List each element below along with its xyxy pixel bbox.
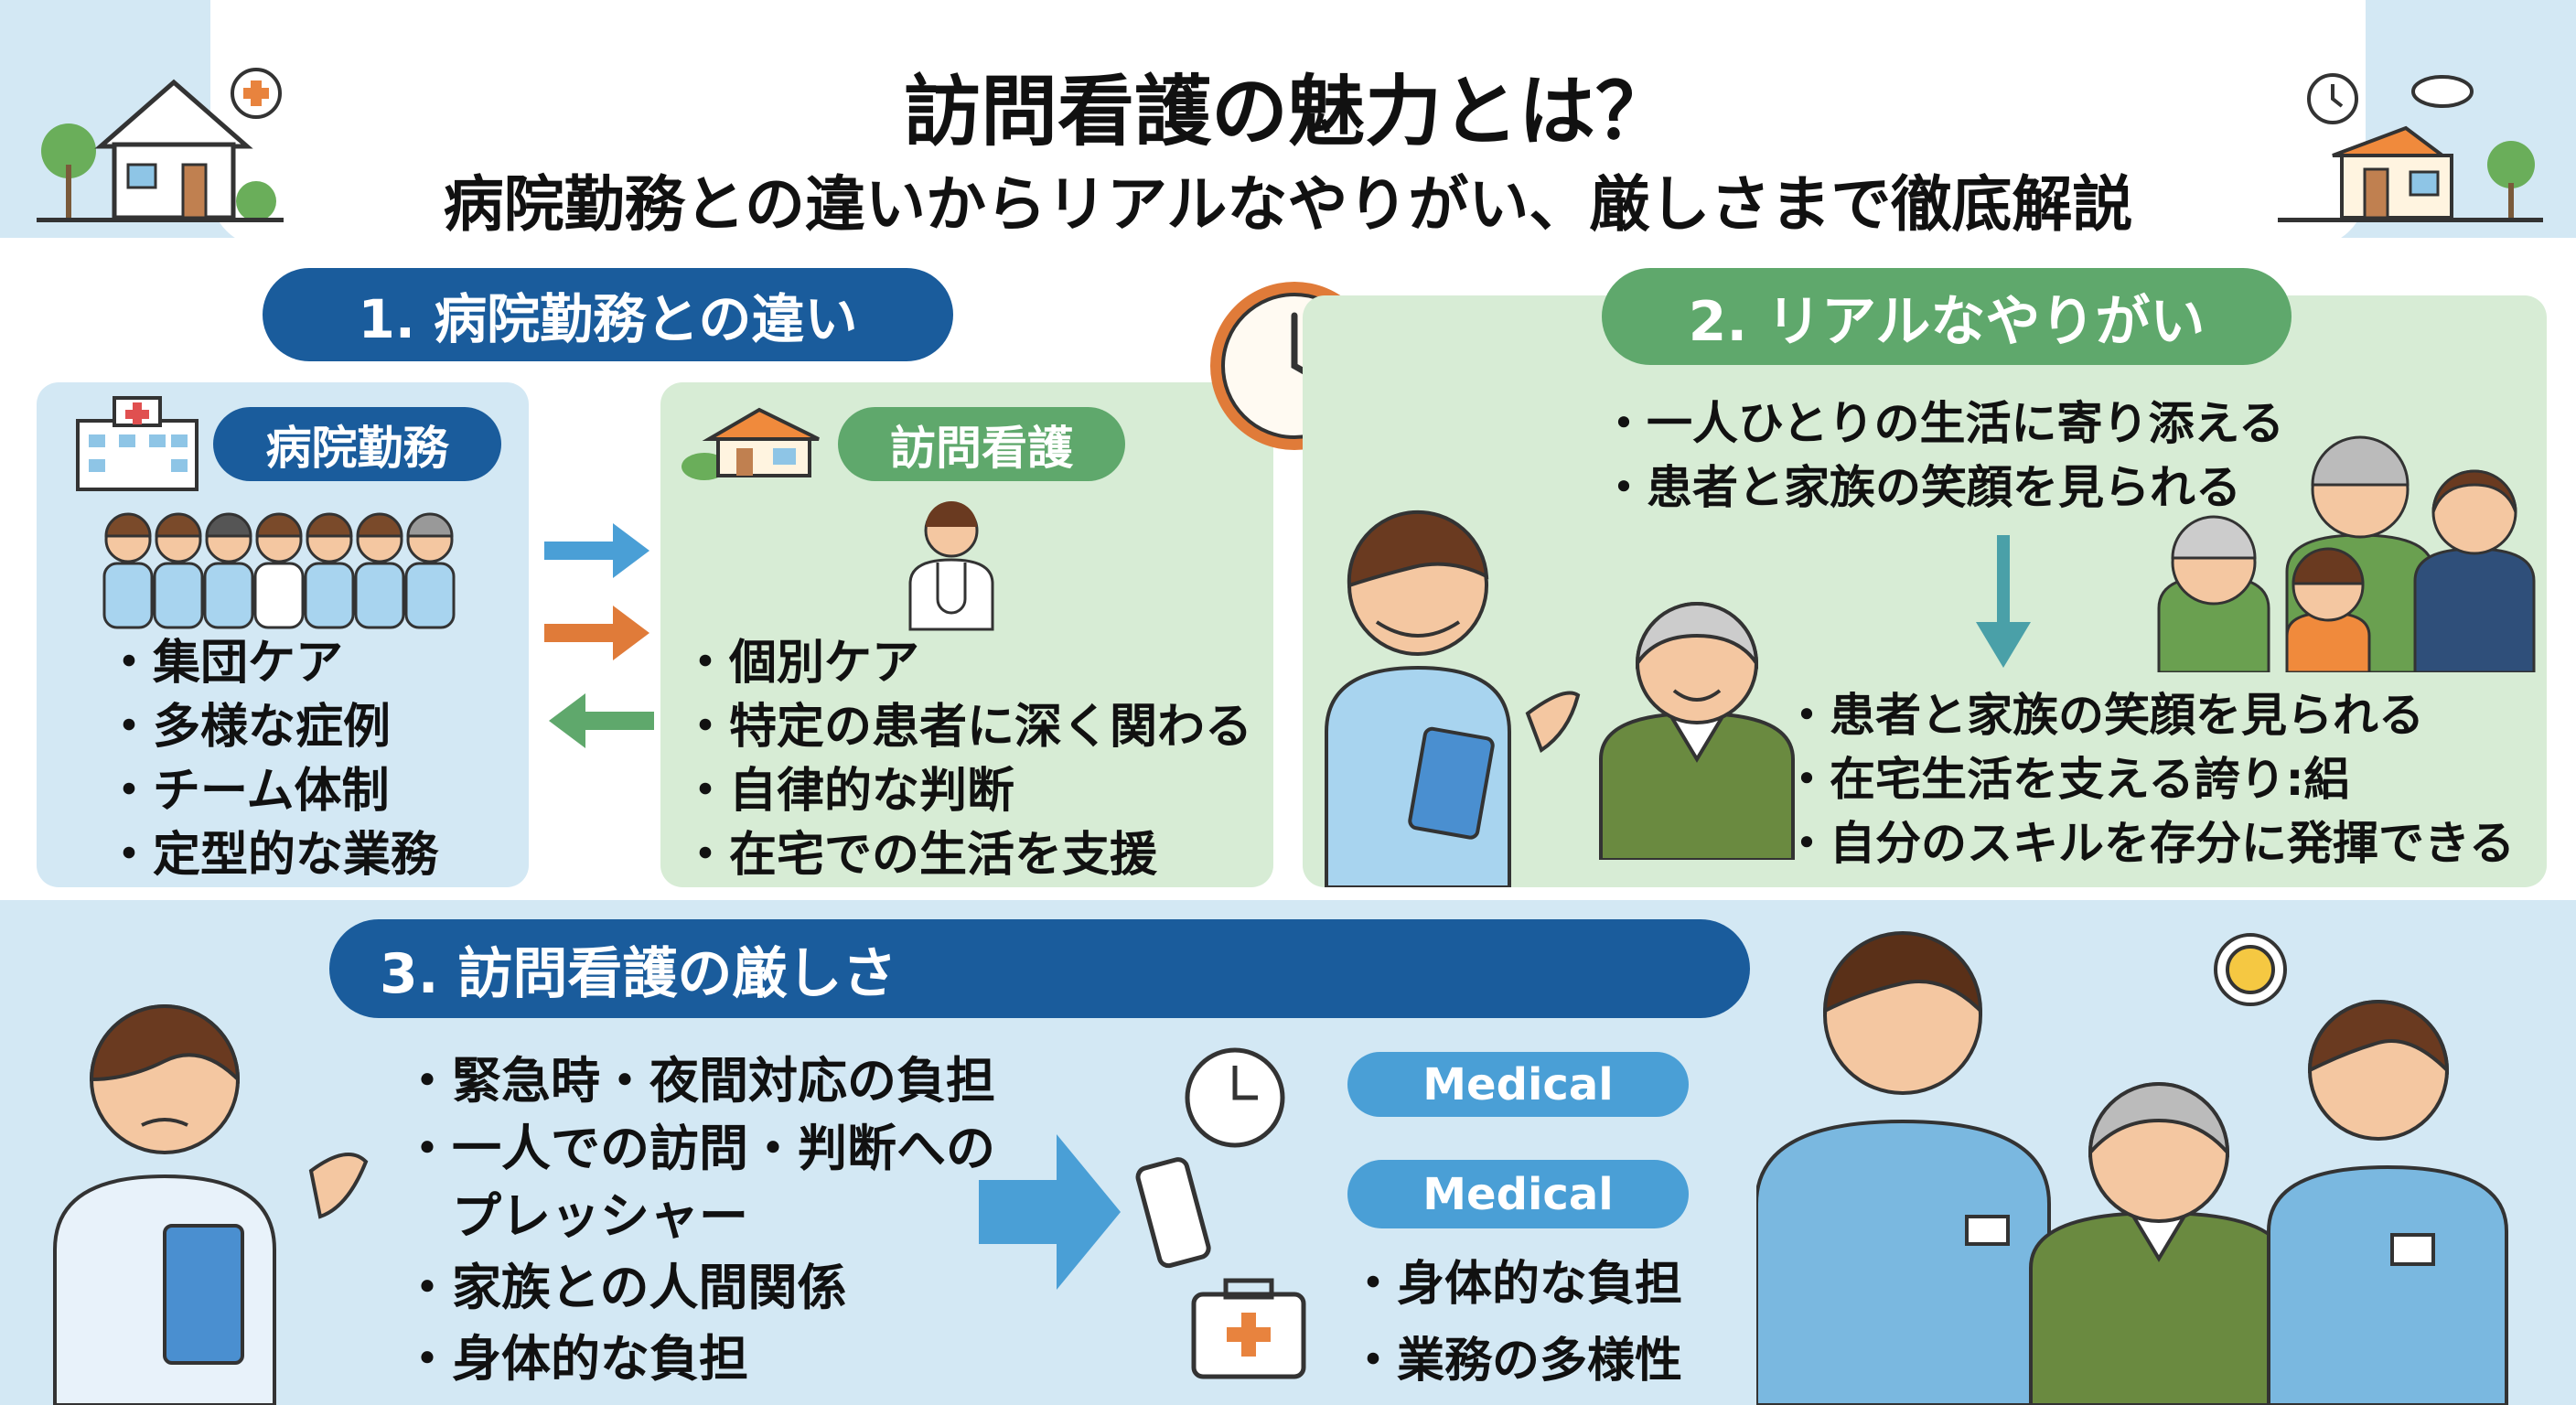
list-item: 在宅生活を支える誇り:絽 <box>1784 747 2515 811</box>
section3-heading: 3. 訪問看護の厳しさ <box>329 919 1750 1018</box>
hospital-list: 集団ケア 多様な症例 チーム体制 定型的な業務 <box>105 631 438 887</box>
elderly-man-illustration <box>1599 602 1795 860</box>
medical-tag: Medical <box>1347 1160 1689 1228</box>
header-panel <box>210 0 2366 247</box>
rewards-bottom-list: 患者と家族の笑顔を見られる 在宅生活を支える誇り:絽 自分のスキルを存分に発揮で… <box>1784 683 2515 875</box>
medical-bubble-icon <box>231 68 282 119</box>
hospital-label: 病院勤務 <box>213 407 501 481</box>
first-aid-kit-icon <box>1191 1278 1306 1379</box>
list-item: 患者と家族の笑顔を見られる <box>1784 683 2515 747</box>
family-illustration <box>2157 435 2536 672</box>
home-care-label: 訪問看護 <box>838 407 1125 481</box>
home-care-list: 個別ケア 特定の患者に深く関わる 自律的な判断 在宅での生活を支援 <box>682 631 1252 887</box>
house-clock-icon <box>2278 73 2543 222</box>
list-item: 自分のスキルを存分に発揮できる <box>1784 811 2515 875</box>
arrow-left-icon <box>549 693 654 748</box>
arrow-down-icon <box>1976 535 2031 668</box>
section2-heading: 2. リアルなやりがい <box>1602 268 2292 365</box>
arrow-right-icon <box>544 606 649 660</box>
challenges-right-list: 身体的な負担 業務の多様性 <box>1349 1246 1682 1400</box>
page-title: 訪問看護の魅力とは？ <box>903 67 1672 156</box>
nurse-team-illustration <box>102 512 456 629</box>
care-team-illustration <box>1756 931 2508 1405</box>
section1-heading: 1. 病院勤務との違い <box>263 268 953 361</box>
smartphone-icon <box>1135 1157 1211 1269</box>
house-icon <box>37 79 284 222</box>
nurse-worried-illustration <box>53 1004 369 1405</box>
medical-tag: Medical <box>1347 1052 1689 1117</box>
list-item: 個別ケア <box>682 631 1252 695</box>
home-icon <box>682 407 820 480</box>
arrow-right-icon <box>979 1134 1121 1290</box>
hospital-building-icon <box>76 396 199 491</box>
list-item: 特定の患者に深く関わる <box>682 695 1252 759</box>
list-item: 一人ひとりの生活に寄り添える <box>1601 391 2284 456</box>
list-item: 患者と家族の笑顔を見られる <box>1601 456 2284 520</box>
list-item: 家族との人間関係 <box>402 1252 995 1324</box>
challenges-list: 緊急時・夜間対応の負担 一人での訪問・判断への プレッシャー 家族との人間関係 … <box>402 1046 995 1395</box>
list-item: 在宅での生活を支援 <box>682 823 1252 887</box>
list-item: 緊急時・夜間対応の負担 <box>402 1046 995 1117</box>
list-item: 一人での訪問・判断への <box>402 1117 995 1181</box>
list-item: 業務の多様性 <box>1349 1323 1682 1400</box>
list-item-continuation: プレッシャー <box>452 1187 748 1245</box>
list-item: 集団ケア <box>105 631 438 695</box>
list-item: 身体的な負担 <box>1349 1246 1682 1323</box>
list-item: 多様な症例 <box>105 695 438 759</box>
list-item: 定型的な業務 <box>105 823 438 887</box>
arrow-right-icon <box>544 523 649 578</box>
comparison-arrows <box>544 523 654 748</box>
rewards-top-list: 一人ひとりの生活に寄り添える 患者と家族の笑顔を見られる <box>1601 391 2284 520</box>
list-item: 自律的な判断 <box>682 759 1252 823</box>
page-subtitle: 病院勤務との違いからリアルなやりがい、厳しさまで徹底解説 <box>443 169 2133 240</box>
list-item: チーム体制 <box>105 759 438 823</box>
doctor-illustration <box>908 501 994 631</box>
list-item: 身体的な負担 <box>402 1324 995 1395</box>
clock-icon <box>1185 1047 1285 1148</box>
nurse-smiling-illustration <box>1325 509 1581 887</box>
